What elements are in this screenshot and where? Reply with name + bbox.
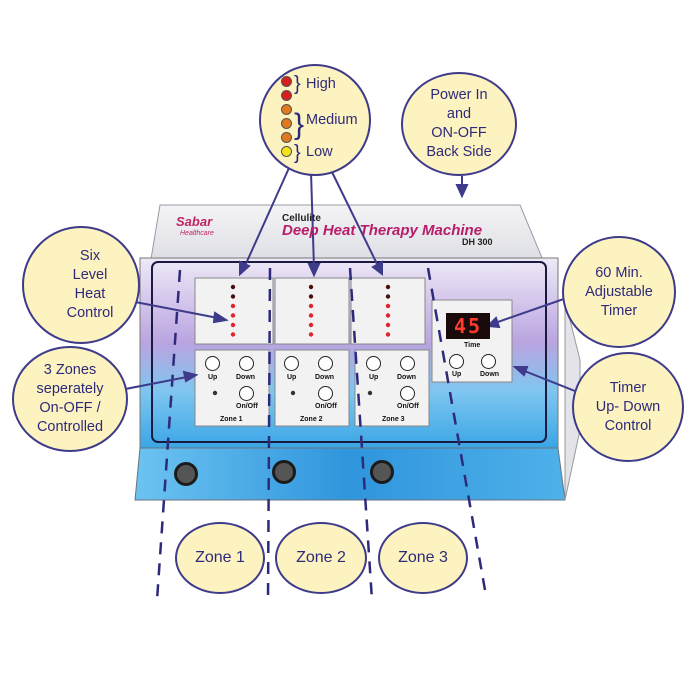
zone3-onoff-button[interactable] [400,386,415,401]
zone3-led-6 [385,332,391,337]
zone2-led-4 [308,313,314,318]
zone2-led-1 [308,284,314,290]
brace-low: } [294,142,301,164]
legend-dot-2 [281,90,292,101]
callout-power-text: Power In and ON-OFF Back Side [426,87,492,160]
zone3-down-button[interactable] [400,356,415,371]
timer-down-label: Down [480,371,500,378]
zone2-led-6 [308,332,314,337]
zone3-status-led [367,390,373,396]
zone1-led-2 [230,294,236,299]
zone-3-text: Zone 3 [398,549,448,566]
legend-dot-1 [281,76,292,87]
zone3-led-3 [385,303,391,309]
callout-timer-updown-text: Timer Up- Down Control [595,379,661,434]
zone2-down-label: Down [315,374,335,381]
zone2-led-5 [308,322,314,328]
zone3-panel-label: Zone 3 [382,416,405,423]
zone3-led-1 [385,284,391,290]
zone1-led-5 [230,322,236,328]
zone1-output-jack[interactable] [174,462,198,486]
timer-up-button[interactable] [449,354,464,369]
zone1-down-label: Down [236,374,256,381]
callout-power-in: Power In and ON-OFF Back Side [401,72,517,176]
callout-six-level-text: Six Level Heat Control [66,248,114,321]
timer-display: 45 [446,313,490,339]
heat-level-legend: } } } High Medium Low [259,64,371,176]
zone1-led-1 [230,284,236,290]
led-indicators [212,284,391,396]
callout-six-level: Six Level Heat Control [22,226,140,344]
legend-dot-6 [281,146,292,157]
zone3-onoff-label: On/Off [397,403,419,410]
device-front [134,447,566,501]
callout-timer-updown: Timer Up- Down Control [572,352,684,462]
zone1-led-4 [230,313,236,318]
zone3-output-jack[interactable] [370,460,394,484]
zone1-led-6 [230,332,236,337]
timer-down-button[interactable] [481,354,496,369]
zone2-led-3 [308,303,314,309]
zone-3-bubble: Zone 3 [378,522,468,594]
zone2-output-jack[interactable] [272,460,296,484]
zone3-led-2 [385,294,391,299]
zone-2-text: Zone 2 [296,549,346,566]
zone-2-bubble: Zone 2 [275,522,367,594]
zone3-down-label: Down [397,374,417,381]
zone1-onoff-label: On/Off [236,403,258,410]
legend-dot-4 [281,118,292,129]
zone-1-bubble: Zone 1 [175,522,265,594]
timer-up-label: Up [452,371,462,378]
zone2-onoff-button[interactable] [318,386,333,401]
callout-timer-60: 60 Min. Adjustable Timer [562,236,676,348]
zone3-up-button[interactable] [366,356,381,371]
title-small: Cellulite [282,213,321,224]
legend-medium: Medium [306,112,358,128]
zone1-led-3 [230,303,236,309]
device-title: Deep Heat Therapy Machine [282,222,483,239]
zone2-up-label: Up [287,374,297,381]
zone1-status-led [212,390,218,396]
zone3-led-4 [385,313,391,318]
zone1-panel-label: Zone 1 [220,416,243,423]
legend-high: High [306,76,336,92]
zone3-up-label: Up [369,374,379,381]
zone2-panel-label: Zone 2 [300,416,323,423]
zone1-up-label: Up [208,374,218,381]
zone2-status-led [290,390,296,396]
legend-low: Low [306,144,333,160]
zone-1-text: Zone 1 [195,549,245,566]
zone2-led-2 [308,294,314,299]
timer-label: Time [464,342,481,349]
zone1-onoff-button[interactable] [239,386,254,401]
brand-logo: Sabar [176,214,213,229]
zone-divider-lines [155,267,487,601]
callout-arrows [109,167,586,396]
legend-dot-5 [281,132,292,143]
callout-three-zones-text: 3 Zones seperately On-OFF / Controlled [36,362,104,435]
zone2-up-button[interactable] [284,356,299,371]
callout-timer-60-text: 60 Min. Adjustable Timer [585,264,653,319]
zone1-down-button[interactable] [239,356,254,371]
zone2-down-button[interactable] [318,356,333,371]
legend-dot-3 [281,104,292,115]
zone2-onoff-label: On/Off [315,403,337,410]
zone3-led-5 [385,322,391,328]
brand-sub: Healthcare [180,230,214,237]
control-panel-zone-2 [274,349,350,427]
callout-three-zones: 3 Zones seperately On-OFF / Controlled [12,346,128,452]
brace-high: } [294,73,301,95]
model-number: DH 300 [462,237,493,247]
zone1-up-button[interactable] [205,356,220,371]
brace-medium: } [294,108,305,141]
